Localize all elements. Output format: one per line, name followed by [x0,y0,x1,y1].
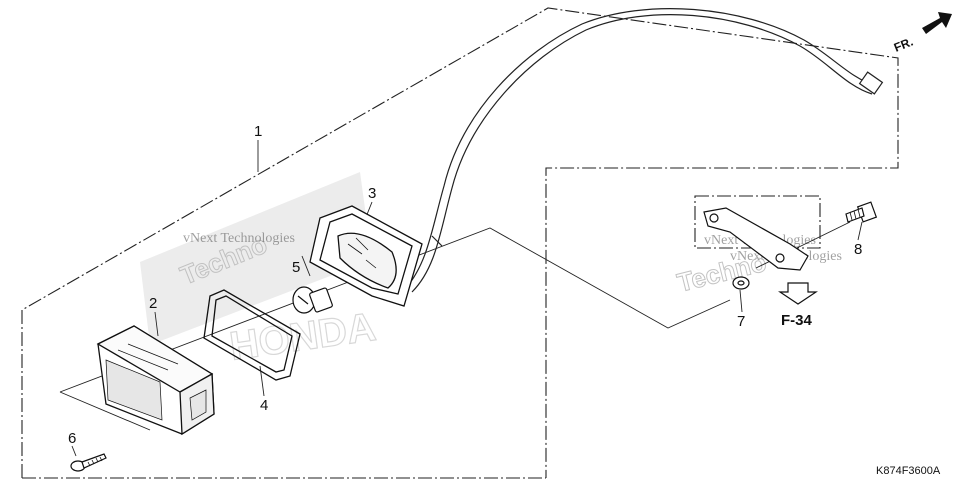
watermark-brand: HONDA [227,305,378,369]
housing-detail [347,237,377,269]
bracket-hole-right [775,253,785,263]
lens-axis-line [59,391,151,431]
front-arrow-icon [922,12,952,34]
bolt [845,201,878,223]
watermark: HONDA Techno vNext Technologies vNext Te… [140,172,842,370]
lamp-housing [309,205,423,307]
leader-5 [301,255,311,277]
callout-4: 4 [260,397,268,414]
callout-1: 1 [254,123,262,140]
bulb-filament [297,295,309,305]
callout-6: 6 [68,430,76,447]
watermark-text-left: vNext Technologies [183,231,295,246]
leader-8 [857,221,863,241]
wire-clip [431,235,443,247]
wire-inner [405,8,877,289]
lens-reflector-side [189,389,207,421]
leader-2 [154,311,159,337]
washer [732,276,750,290]
bulb-base [309,287,333,313]
front-label: FR. [892,35,915,55]
wire-connector [858,71,884,95]
down-arrow-icon [778,282,818,305]
wire-outer [411,14,873,293]
callout-8: 8 [854,241,862,258]
outer-boundary-line [21,7,899,478]
screw-shank [81,453,107,469]
bracket-hole-left [709,213,719,223]
lens-reflector-front [105,359,163,421]
gasket-outer [203,289,301,381]
callout-3: 3 [368,185,376,202]
lens-highlight [117,343,179,371]
callout-5: 5 [292,259,300,276]
leader-7 [739,289,743,313]
watermark-halftone [140,172,372,345]
leader-6 [71,445,77,457]
gasket-inner [211,295,293,373]
reference-arrow [778,282,818,305]
screw [70,453,107,472]
lens [96,325,215,436]
washer-hole [737,280,745,286]
watermark-big-right: Techno [674,247,769,298]
bracket [703,207,809,271]
assembly-axis-line [59,227,731,393]
gasket [203,289,301,381]
diagram-code: K874F3600A [876,465,941,477]
callout-7: 7 [737,313,745,330]
callout-2: 2 [149,295,157,312]
screw-thread [87,456,103,467]
direction-indicator: FR. [892,12,952,55]
bracket-boundary [694,195,821,249]
reference-code: F-34 [781,312,813,329]
callouts: 1 2 3 4 5 6 7 8 [68,123,862,447]
bolt-thread [849,208,861,221]
bulb [292,286,333,314]
assembly-boundary [21,7,899,479]
wire-harness [405,8,884,293]
